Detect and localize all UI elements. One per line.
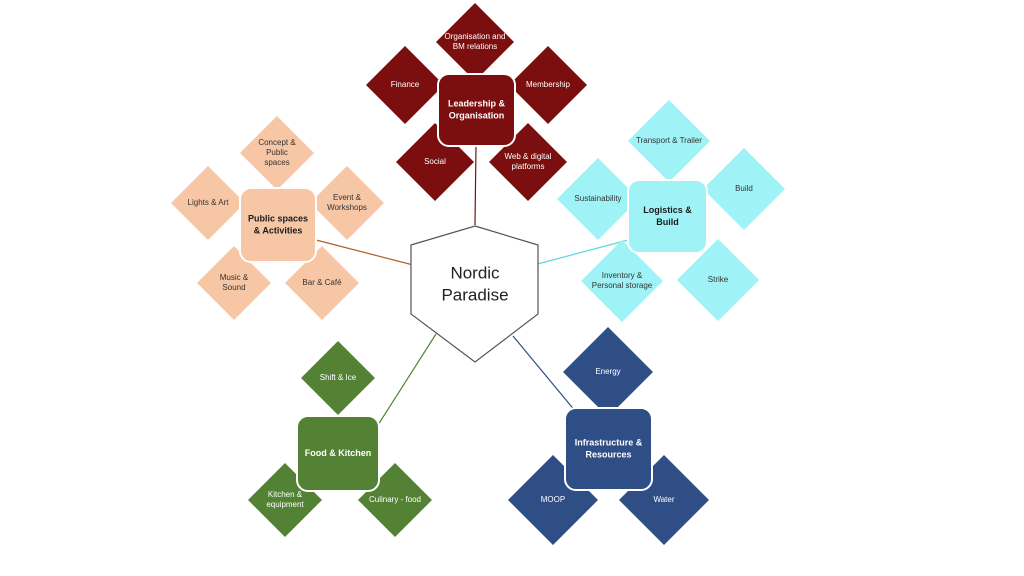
public-spaces-hub: Public spaces & Activities [239,187,317,263]
leadership-satellite-label-0-line-0: Organisation and [445,32,506,41]
public-spaces-satellite-diamond [240,116,314,190]
public-spaces-hub-label-line-1: & Activities [254,225,303,235]
logistics-satellite-label-4-line-0: Strike [708,275,729,284]
logistics-satellite-label-3-line-0: Inventory & [602,271,643,280]
infrastructure-satellite-0: Energy [563,327,653,417]
leadership-hub-box [437,73,516,147]
public-spaces-satellite-diamond [171,166,245,240]
food-satellite-diamond [301,341,375,415]
leadership-hub-label-line-0: Leadership & [448,98,506,108]
logistics-hub-label-line-1: Build [656,217,679,227]
logistics-connector [529,239,629,267]
logistics-satellite-diamond [581,240,663,322]
public-spaces-hub-label-line-0: Public spaces [248,213,308,223]
food-hub-label-line-0: Food & Kitchen [305,448,372,458]
public-spaces-satellite-1: Lights & Art [171,166,245,240]
food-connector [377,333,437,426]
public-spaces-satellite-diamond [310,166,384,240]
logistics-satellite-label-3-line-1: Personal storage [592,281,653,290]
logistics-satellite-3: Inventory &Personal storage [581,240,663,322]
leadership-satellite-1: Finance [366,46,444,124]
food-satellite-label-0-line-0: Shift & Ice [320,373,357,382]
logistics-satellite-label-1-line-0: Sustainability [574,194,621,203]
public-spaces-satellite-diamond [197,246,271,320]
public-spaces-satellite-label-2-line-0: Event & [333,193,362,202]
logistics-satellite-4: Strike [677,239,759,321]
logistics-satellite-0: Transport & Trailer [628,100,710,182]
public-spaces-satellite-label-1-line-0: Lights & Art [188,198,230,207]
public-spaces-satellite-label-4-line-0: Bar & Café [302,278,342,287]
food-satellite-0: Shift & Ice [301,341,375,415]
logistics-hub: Logistics & Build [627,179,708,254]
logistics-satellite-diamond [677,239,759,321]
logistics-satellite-2: Build [703,148,785,230]
leadership-satellite-diamond [366,46,444,124]
logistics-satellite-diamond [628,100,710,182]
logistics-satellite-label-2-line-0: Build [735,184,753,193]
food-hub: Food & Kitchen [296,415,380,492]
center-title-line-1: Paradise [441,285,508,304]
logistics-satellite-label-0-line-0: Transport & Trailer [636,136,702,145]
leadership-satellite-label-1-line-0: Finance [391,80,420,89]
leadership-satellite-label-0-line-1: BM relations [453,42,497,51]
food-satellite-label-2-line-0: Culinary - food [369,495,421,504]
infrastructure-satellite-label-1-line-0: MOOP [541,495,565,504]
public-spaces-satellite-4: Bar & Café [285,246,359,320]
public-spaces-hub-box [239,187,317,263]
infrastructure-connector [512,335,577,413]
logistics-satellite-diamond [557,158,639,240]
leadership-hub-label-line-1: Organisation [449,110,505,120]
public-spaces-satellite-label-0-line-1: Public [266,148,288,157]
infrastructure-satellite-label-0-line-0: Energy [595,367,620,376]
public-spaces-satellite-label-0-line-0: Concept & [258,138,296,147]
public-spaces-satellite-diamond [285,246,359,320]
food-satellite-label-1-line-0: Kitchen & [268,490,303,499]
center-title-line-0: Nordic [450,263,500,282]
public-spaces-satellite-2: Event &Workshops [310,166,384,240]
logistics-hub-box [627,179,708,254]
food-hub-box [296,415,380,492]
leadership-satellite-label-2-line-0: Membership [526,80,571,89]
infrastructure-satellite-label-2-line-0: Water [653,495,674,504]
public-spaces-connector [315,239,422,268]
logistics-satellite-diamond [703,148,785,230]
logistics-satellite-1: Sustainability [557,158,639,240]
center-pentagon [410,225,539,363]
infrastructure-hub-box [564,407,653,491]
infrastructure-satellite-diamond [563,327,653,417]
connector-lines [315,145,629,426]
infrastructure-hub-label-line-0: Infrastructure & [575,437,643,447]
leadership-satellite-label-4-line-1: platforms [512,162,545,171]
leadership-satellite-diamond [436,3,514,81]
infrastructure-hub: Infrastructure & Resources [564,407,653,491]
leadership-satellite-label-3-line-0: Social [424,157,446,166]
leadership-satellite-diamond [509,46,587,124]
public-spaces-satellite-label-2-line-1: Workshops [327,203,367,212]
public-spaces-satellite-label-0-line-2: spaces [264,158,289,167]
leadership-satellite-label-4-line-0: Web & digital [505,152,552,161]
public-spaces-satellite-label-3-line-0: Music & [220,273,249,282]
public-spaces-satellite-label-3-line-1: Sound [222,283,245,292]
food-satellite-label-1-line-1: equipment [266,500,304,509]
leadership-connector [474,145,477,226]
logistics-hub-label-line-0: Logistics & [643,205,692,215]
leadership-hub: Leadership & Organisation [437,73,516,147]
public-spaces-satellite-3: Music &Sound [197,246,271,320]
infrastructure-hub-label-line-1: Resources [585,449,631,459]
leadership-satellite-2: Membership [509,46,587,124]
